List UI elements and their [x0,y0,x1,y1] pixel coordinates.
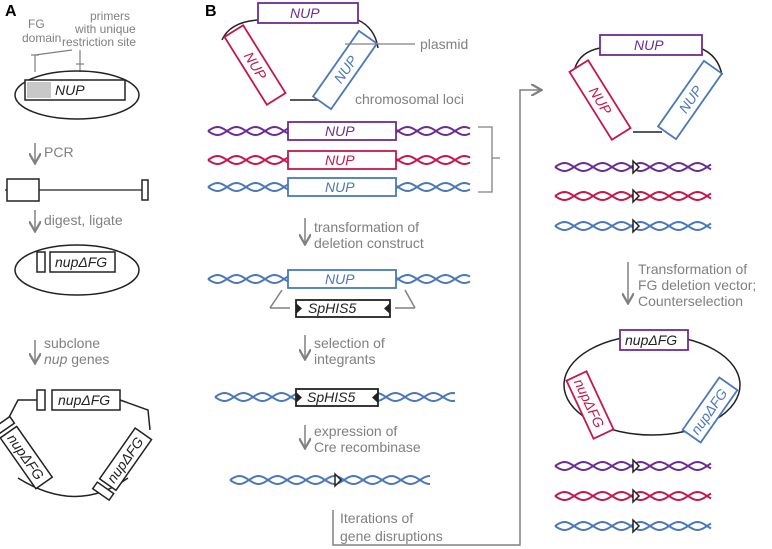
step-cre-1: expression of [314,423,397,439]
step-subclone-2: nup genes [44,351,109,367]
step-transformation-2: deletion construct [314,235,424,251]
primers-label-2: with unique [74,22,136,36]
nup-dfg-box-a [49,251,116,273]
step-selection-2: integrants [314,351,375,367]
right-scars-top [632,159,641,234]
sphis5-label-2: SpHIS5 [307,389,355,405]
step-fg-1: Transformation of [638,261,747,277]
fg-domain-label-1: FG [28,17,45,31]
step-subclone-italic: nup [44,351,68,367]
sphis5-label-1: SpHIS5 [308,300,356,316]
construct-label-a2: nupΔFG [58,392,110,408]
chromosomal-loci-label: chromosomal loci [355,91,464,107]
panel-a-label: A [5,3,17,20]
fg-domain-shade [27,82,51,98]
panel-b-label: B [205,3,217,20]
construct-label-a: nupΔFG [55,254,107,270]
plasmid-b-fg: nupΔFG nupΔFG nupΔFG [563,329,741,444]
plasmid-a2 [14,244,140,296]
step-transformation-1: transformation of [314,219,419,235]
loxp-scar-1 [334,472,343,488]
primer-indicators [31,49,84,72]
plasmid-b-top: NUP NUP NUP [221,2,379,111]
iteration-arrow [332,90,540,546]
step-iterations-2: gene disruptions [340,528,443,544]
loci-nup-boxes: NUP NUP NUP [287,121,397,197]
dna-cre [229,474,431,486]
primers-label-1: primers [90,9,130,23]
step-iterations-1: Iterations of [340,510,413,526]
step-selection-1: selection of [314,335,385,351]
plasmid-label: plasmid [420,36,468,52]
step-subclone-1: subclone [44,335,100,351]
deletion-construct: NUP SpHIS5 [269,269,416,318]
step-pcr: PCR [44,144,74,160]
fg-domain-label-2: domain [22,31,61,45]
plasmid-b-right: NUP NUP NUP [568,34,724,141]
nup-blue-locus: NUP [325,179,355,195]
nup-red-locus: NUP [325,152,355,168]
nup-label-a: NUP [55,82,85,98]
nup-purple-locus: NUP [325,123,355,139]
step-digest: digest, ligate [44,212,123,228]
step-subclone-rest: genes [67,351,109,367]
integrant-marker: SpHIS5 [295,388,379,407]
step-fg-2: FG deletion vector; [638,277,756,293]
nup-blue-construct: NUP [325,271,355,287]
construct-purple: nupΔFG [625,332,677,348]
pcr-product [5,178,149,202]
primers-label-3: restriction site [62,35,136,49]
triangle-plasmid-a: nupΔFG nupΔFG nupΔFG [0,389,153,502]
step-fg-3: Counterselection [638,293,743,309]
loci-bracket [478,126,500,193]
nup-purple-top: NUP [290,5,320,21]
nup-n-term-box [36,251,46,273]
nup-purple-right: NUP [634,37,664,53]
plasmid-a1 [14,70,140,120]
step-cre-2: Cre recombinase [314,439,421,455]
right-scars-bottom [632,458,641,534]
